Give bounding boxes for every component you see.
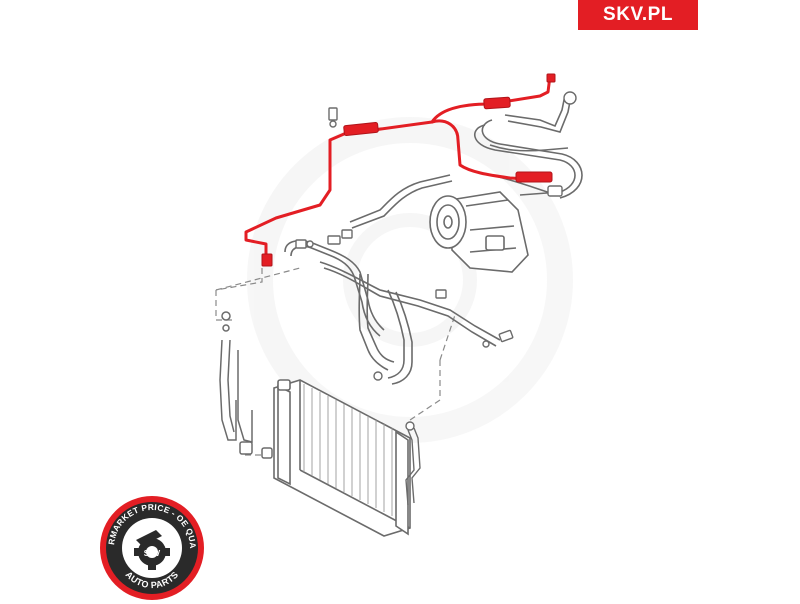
line-fittings (295, 229, 514, 381)
logo-gear-icon (134, 530, 170, 570)
condenser-right-pipes (405, 421, 421, 506)
hose-end-fittings (328, 91, 577, 197)
brand-badge: SKV.PL (578, 0, 698, 30)
condenser-fins (303, 384, 393, 516)
liquid-line (219, 311, 273, 459)
brand-label: SKV.PL (603, 4, 673, 25)
highlighted-hose-sleeves (261, 73, 556, 267)
condenser (273, 379, 411, 537)
highlighted-hose (244, 74, 552, 258)
ac-compressor (429, 191, 529, 273)
skv-logo: AFTERMARKET PRICE - OE QUALITY SKV AUTO … (96, 492, 204, 600)
logo-center-text: SKV (144, 549, 161, 558)
